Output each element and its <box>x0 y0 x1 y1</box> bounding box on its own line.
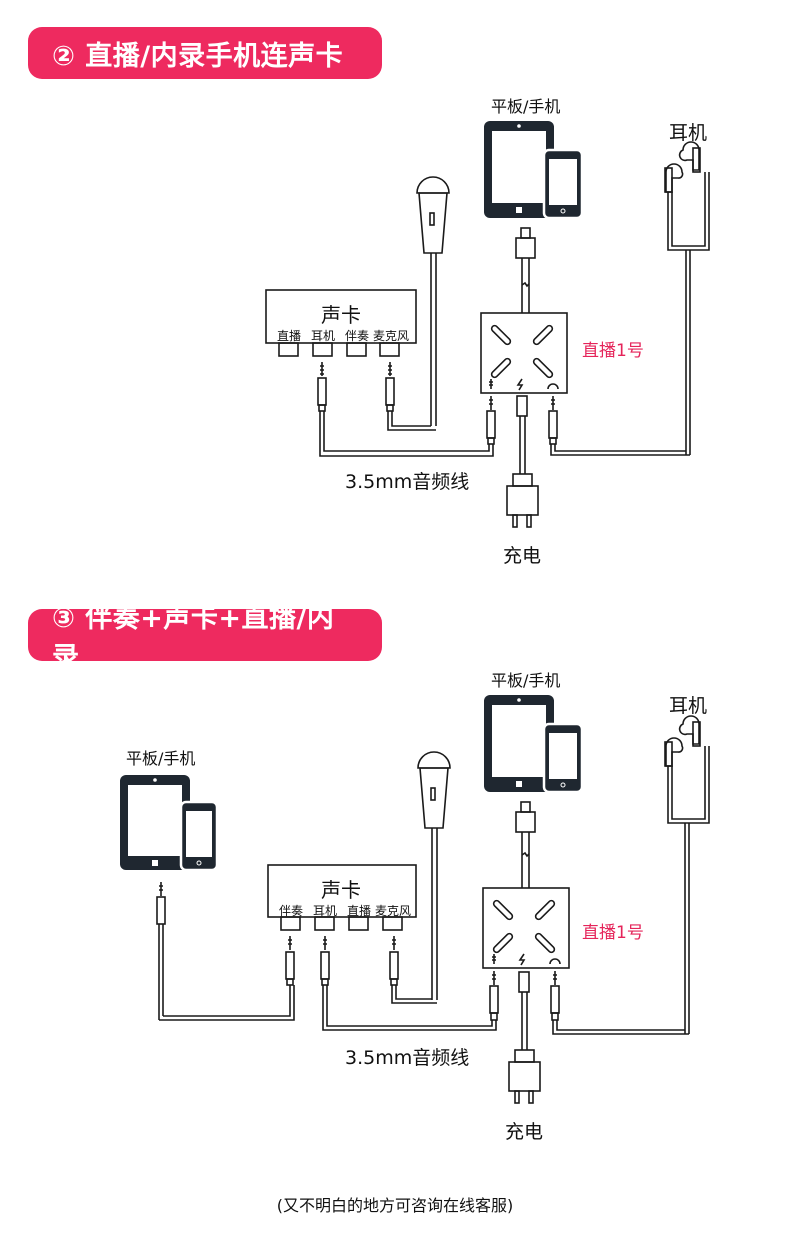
section-2-banner: ② 直播/内录手机连声卡 <box>28 27 382 79</box>
sound-card <box>265 289 417 357</box>
audio-jack-plugs <box>317 362 494 457</box>
port-label: 伴奏 <box>279 904 304 918</box>
earphones-icon <box>664 141 710 455</box>
charger-plug-icon <box>508 1049 541 1104</box>
adapter-box <box>482 887 570 969</box>
charger-plug-icon <box>506 473 539 528</box>
lightning-plug-icon <box>515 227 536 313</box>
adapter-plugs <box>486 395 690 474</box>
sound-card <box>267 864 417 931</box>
microphone-icon <box>416 176 450 426</box>
sound-card-title: 声卡 <box>321 303 361 327</box>
microphone-icon <box>417 751 451 1000</box>
device-label: 平板/手机 <box>491 97 561 116</box>
sound-card-title: 声卡 <box>321 878 361 902</box>
footer-note: (又不明白的地方可咨询在线客服) <box>276 1196 514 1215</box>
diagram-live-recording <box>265 121 710 528</box>
port-label: 直播 <box>277 329 302 343</box>
cable-label: 3.5mm音频线 <box>345 1047 470 1069</box>
left-tablet-phone-icon <box>120 775 295 1021</box>
diagram-accompaniment-live <box>120 695 710 1104</box>
device-label: 平板/手机 <box>491 671 561 690</box>
charge-label: 充电 <box>505 1121 544 1143</box>
port-label: 伴奏 <box>345 329 370 343</box>
port-label: 麦克风 <box>373 329 410 343</box>
earphones-label: 耳机 <box>669 695 708 717</box>
left-device-label: 平板/手机 <box>126 749 196 768</box>
port-label: 耳机 <box>313 904 338 918</box>
adapter-label: 直播1号 <box>582 341 644 361</box>
earphones-label: 耳机 <box>669 122 708 144</box>
adapter-label: 直播1号 <box>582 923 644 943</box>
port-label: 麦克风 <box>375 904 412 918</box>
port-label: 耳机 <box>311 329 336 343</box>
tablet-phone-icon <box>484 695 584 794</box>
lightning-plug-icon <box>515 801 536 888</box>
port-label: 直播 <box>347 904 372 918</box>
tablet-phone-icon <box>484 121 584 220</box>
adapter-plugs <box>489 971 689 1050</box>
audio-jack-plugs <box>285 936 497 1031</box>
section-3-banner: ③ 伴奏+声卡+直播/内录 <box>28 603 382 673</box>
earphones-icon <box>664 715 710 1034</box>
cable-label: 3.5mm音频线 <box>345 471 470 493</box>
adapter-box <box>480 312 568 394</box>
charge-label: 充电 <box>503 545 542 567</box>
